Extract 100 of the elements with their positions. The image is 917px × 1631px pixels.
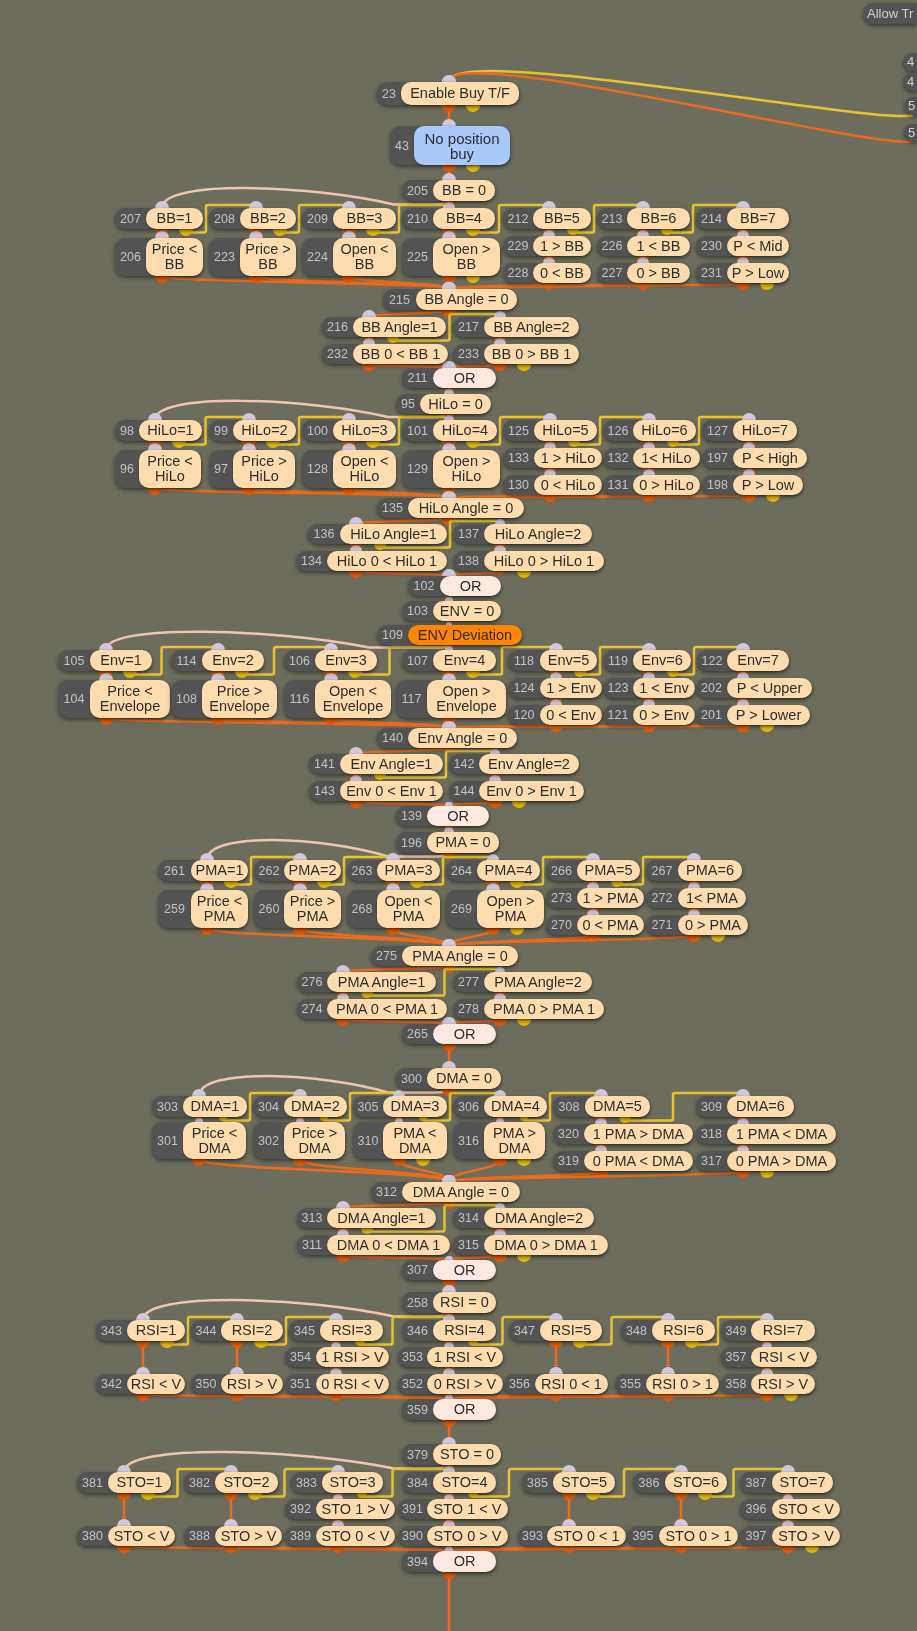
node-label: BB Angle=1 — [353, 317, 446, 337]
graph-node — [302, 450, 396, 488]
wire — [543, 256, 555, 263]
wire — [337, 1228, 349, 1235]
node-number: 386 — [638, 1475, 660, 1490]
graph-node — [553, 1096, 650, 1117]
node-number: 229 — [507, 239, 529, 253]
wire — [266, 413, 356, 448]
graph-node — [191, 1320, 283, 1341]
node-number: 300 — [401, 1071, 422, 1086]
wire — [342, 229, 356, 238]
node-number: 395 — [632, 1529, 654, 1543]
wire — [387, 311, 506, 343]
wire — [643, 698, 655, 705]
wire — [172, 413, 256, 448]
graph-node — [152, 1096, 247, 1117]
wire — [743, 468, 755, 475]
node-label: Open > BB — [433, 238, 500, 276]
graph-node — [740, 1526, 840, 1546]
wire — [249, 229, 263, 238]
node-number: 95 — [401, 397, 415, 411]
graph-node — [453, 1235, 608, 1255]
wire — [442, 671, 456, 680]
node-label: 1 < BB — [627, 236, 690, 256]
node-label: RSI=7 — [751, 1320, 815, 1341]
wire — [510, 853, 600, 888]
node-number: 351 — [290, 1377, 311, 1391]
wire — [489, 774, 501, 781]
node-label: 1 < Env — [633, 678, 695, 698]
wire — [357, 1466, 455, 1498]
node-label: P < High — [733, 448, 807, 468]
node-number: 389 — [290, 1529, 311, 1543]
graph-node — [402, 1292, 496, 1313]
node-label: BB=6 — [627, 208, 690, 229]
graph-node — [696, 1124, 836, 1144]
node-label: PMA Angle=2 — [484, 972, 592, 992]
wire — [179, 201, 263, 236]
node-label: DMA 0 > DMA 1 — [484, 1235, 608, 1255]
wire — [667, 413, 756, 447]
node-number: 100 — [307, 423, 328, 438]
graph-node — [289, 1320, 383, 1341]
node-number: 210 — [407, 211, 428, 226]
wire — [643, 441, 655, 448]
graph-node — [408, 576, 501, 596]
wire — [573, 1313, 675, 1348]
node-label: RSI = 0 — [433, 1292, 496, 1313]
node-label: DMA=5 — [585, 1096, 650, 1117]
node-number: 197 — [707, 451, 728, 465]
node-label: Env=3 — [315, 650, 377, 671]
node-number: 205 — [407, 183, 428, 198]
node-number: 269 — [451, 902, 472, 916]
node-label: Price > HiLo — [233, 450, 295, 488]
graph-node — [453, 999, 604, 1019]
node-number: 266 — [551, 863, 572, 878]
graph-node — [696, 705, 810, 725]
wire — [783, 1493, 793, 1499]
node-label: BB = 0 — [433, 180, 495, 201]
wire — [443, 1519, 455, 1526]
wire — [587, 881, 599, 888]
node-label: Price < DMA — [183, 1122, 246, 1159]
graph-node — [209, 238, 296, 276]
node-number: 135 — [382, 501, 403, 515]
node-label: STO = 0 — [433, 1444, 501, 1465]
node-number: 312 — [376, 1185, 397, 1199]
wire — [442, 105, 456, 126]
node-label: PMA 0 > PMA 1 — [484, 999, 604, 1019]
node-label: HiLo = 0 — [420, 394, 491, 414]
node-number: 201 — [701, 708, 722, 722]
node-label: STO=1 — [108, 1472, 171, 1493]
node-number: 382 — [189, 1475, 210, 1490]
node-number: 232 — [327, 347, 348, 361]
node-label: PMA > DMA — [484, 1122, 545, 1159]
graph-node — [396, 806, 489, 826]
wire — [494, 1228, 506, 1235]
node-label: STO > V — [772, 1526, 840, 1546]
node-number: 311 — [302, 1238, 322, 1252]
wire — [595, 1117, 607, 1124]
graph-node — [702, 448, 807, 468]
node-number: 304 — [258, 1099, 279, 1114]
graph-node — [597, 236, 690, 256]
wire — [637, 256, 649, 263]
node-label: HiLo=1 — [139, 420, 202, 441]
graph-node — [508, 678, 602, 698]
graph-node — [284, 680, 391, 718]
node-label: 1 RSI > V — [316, 1347, 389, 1367]
node-number: 211 — [407, 371, 428, 385]
node-number: 127 — [707, 423, 728, 438]
wire — [254, 1313, 343, 1348]
graph-node — [254, 860, 341, 881]
graph-node — [322, 344, 448, 364]
node-number: 119 — [608, 653, 628, 668]
node-number: 393 — [522, 1529, 543, 1543]
wire — [661, 1341, 675, 1374]
node-label: Env=1 — [90, 650, 152, 671]
node-label: PMA=3 — [377, 860, 440, 881]
node-label: STO < V — [772, 1499, 840, 1519]
graph-node — [697, 650, 789, 671]
graph-node — [158, 890, 248, 928]
node-label: STO=2 — [215, 1472, 278, 1493]
node-number: 272 — [651, 891, 673, 905]
